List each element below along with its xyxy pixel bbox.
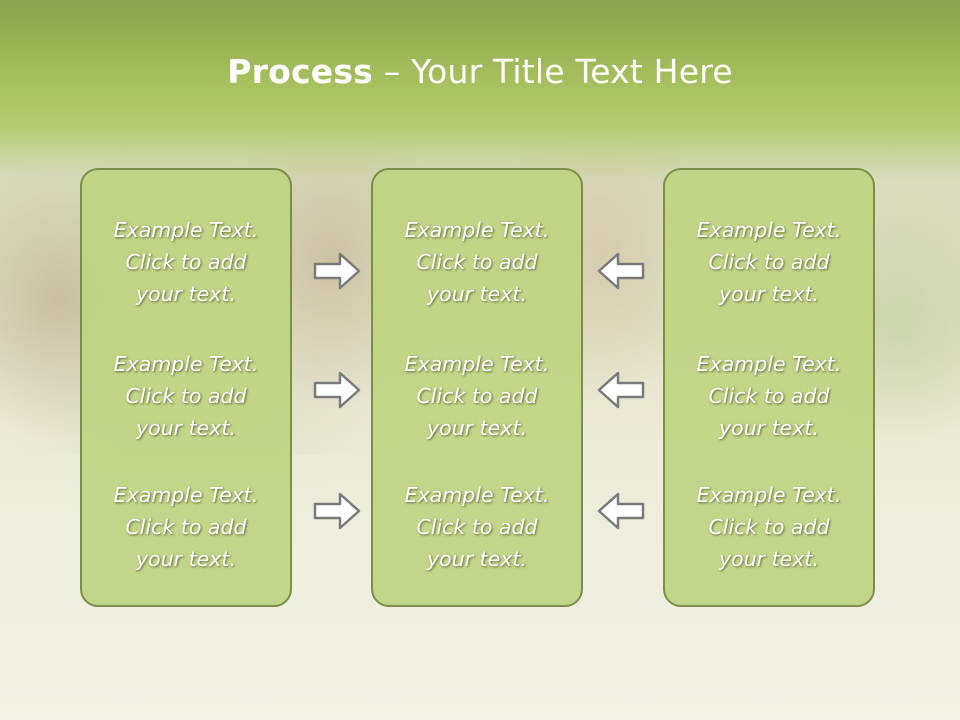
box-right-text-1[interactable]: Example Text. Click to add your text. bbox=[696, 218, 842, 306]
title-banner bbox=[0, 0, 960, 180]
arrow-left-icon bbox=[597, 252, 645, 290]
box-center-text-1[interactable]: Example Text. Click to add your text. bbox=[404, 218, 550, 306]
box-right-text-2[interactable]: Example Text. Click to add your text. bbox=[696, 352, 842, 440]
box-right-text-3[interactable]: Example Text. Click to add your text. bbox=[696, 483, 842, 571]
box-left-text-3[interactable]: Example Text. Click to add your text. bbox=[113, 483, 259, 571]
arrow-right-icon bbox=[313, 371, 361, 409]
slide-title[interactable]: Process – Your Title Text Here bbox=[0, 52, 960, 91]
process-box-right[interactable]: Example Text. Click to add your text. Ex… bbox=[663, 168, 875, 607]
box-center-text-3[interactable]: Example Text. Click to add your text. bbox=[404, 483, 550, 571]
box-left-text-1[interactable]: Example Text. Click to add your text. bbox=[113, 218, 259, 306]
arrow-right-icon bbox=[313, 252, 361, 290]
arrow-left-icon bbox=[597, 371, 645, 409]
arrow-right-icon bbox=[313, 492, 361, 530]
box-center-text-2[interactable]: Example Text. Click to add your text. bbox=[404, 352, 550, 440]
box-left-text-2[interactable]: Example Text. Click to add your text. bbox=[113, 352, 259, 440]
process-box-center[interactable]: Example Text. Click to add your text. Ex… bbox=[371, 168, 583, 607]
arrow-left-icon bbox=[597, 492, 645, 530]
process-box-left[interactable]: Example Text. Click to add your text. Ex… bbox=[80, 168, 292, 607]
title-rest: – Your Title Text Here bbox=[373, 52, 733, 91]
title-bold: Process bbox=[227, 52, 374, 91]
